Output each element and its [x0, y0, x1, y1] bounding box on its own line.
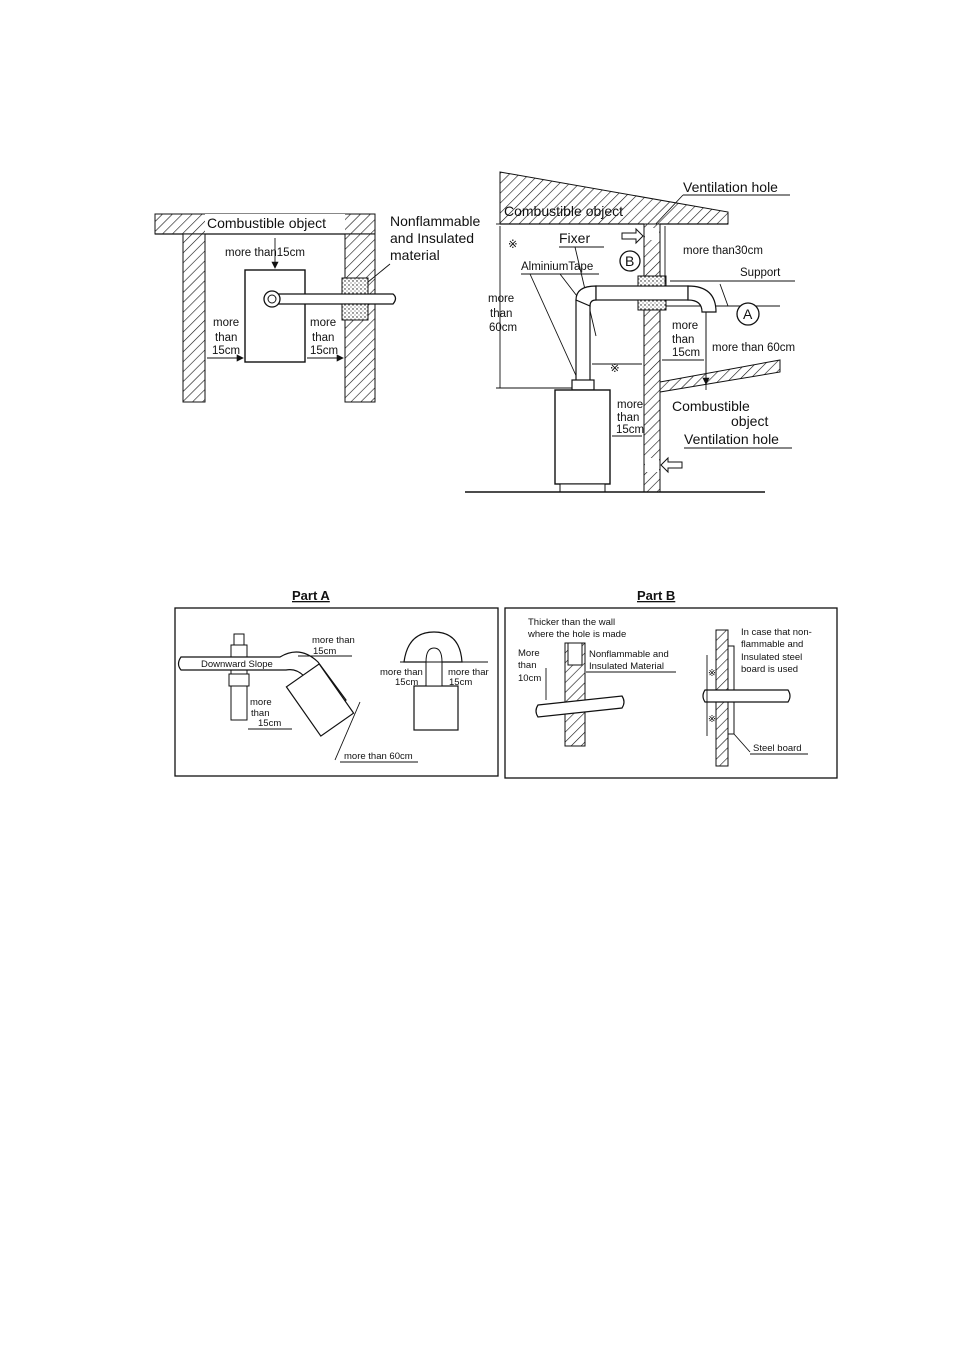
part-a-side-3: 15cm: [258, 718, 281, 729]
part-a-right-left-1: more than: [380, 667, 423, 678]
part-b-incase-2: flammable and: [741, 639, 803, 650]
part-b-thicker-2: where the hole is made: [527, 629, 626, 640]
mid-more: more: [672, 320, 698, 332]
horizontal-flue: [595, 285, 689, 301]
mark-symbol-left: ※: [508, 239, 518, 251]
part-a-title: Part A: [292, 588, 330, 603]
mark-symbol-middle: ※: [610, 363, 620, 375]
right-clearance-than: than: [312, 332, 334, 344]
more-than-30: more than30cm: [683, 245, 763, 257]
part-b-more-1: More: [518, 648, 540, 659]
mid-dist: 15cm: [672, 347, 700, 359]
part-b-mark-lower: ※: [708, 714, 716, 725]
combustible-object-bottom-1: Combustible: [672, 398, 750, 414]
part-a-side-2: than: [251, 708, 270, 719]
part-b-steel-board: Steel board: [753, 743, 802, 754]
right-clearance-dist: 15cm: [310, 345, 338, 357]
aluminium-tape-label: AlminiumTape: [521, 261, 593, 273]
part-b-nonflam-2: Insulated Material: [589, 661, 664, 672]
part-b-pipe-right: [702, 689, 791, 703]
left-more: more: [488, 293, 514, 305]
support-label: Support: [740, 267, 781, 279]
part-b-thicker-1: Thicker than the wall: [528, 617, 615, 628]
part-a-side-1: more: [250, 697, 272, 708]
ventilation-arrow-bottom: [660, 456, 683, 474]
part-b-frame: [504, 607, 838, 779]
vertical-wall: [643, 223, 661, 493]
wall-insulation-bottom: [637, 299, 667, 311]
top-left-diagram: Combustible object more than15cm more th…: [154, 213, 480, 403]
part-b-title: Part B: [637, 588, 675, 603]
part-b-pipe-left: [535, 695, 625, 718]
mid-than: than: [672, 334, 694, 346]
lower-combustible: [659, 359, 781, 393]
top-right-diagram: Ventilation hole Combustible object more…: [465, 171, 795, 493]
part-a-right-right-2: 15cm: [449, 677, 472, 688]
ventilation-arrow-top: [621, 227, 644, 245]
part-b-mark-upper: ※: [708, 668, 716, 679]
insulation-block-top: [341, 277, 369, 295]
part-a-heater: [413, 685, 459, 731]
part-a-panel: Downward Slope more than 15cm more than …: [174, 607, 499, 777]
left-clearance-than: than: [215, 332, 237, 344]
vertical-flue: [575, 299, 591, 383]
part-a-more-than-60: more than 60cm: [344, 751, 413, 762]
heater-body: [554, 389, 611, 485]
marker-b: B: [625, 253, 634, 269]
part-b-panel: Thicker than the wall where the hole is …: [504, 607, 838, 779]
heater-dist: 15cm: [616, 424, 644, 436]
ventilation-hole-bottom: Ventilation hole: [684, 431, 779, 447]
part-a-pipe: [177, 651, 347, 713]
part-a-right-left-2: 15cm: [395, 677, 418, 688]
part-a-top-1: more than: [312, 635, 355, 646]
nonflammable-label-3: material: [390, 247, 440, 263]
part-b-nonflam-1: Nonflammable and: [589, 649, 669, 660]
part-a-frame: [174, 607, 499, 777]
flue-elbow-right: [687, 285, 717, 313]
heater-more: more: [617, 399, 643, 411]
part-a-right-right-1: more thar: [448, 667, 489, 678]
marker-a-circle: [736, 302, 760, 326]
top-clearance-label: more than15cm: [225, 247, 305, 259]
insulation-block-bottom: [341, 303, 369, 321]
combustible-object-label: Combustible object: [207, 215, 326, 231]
heater-top-cap: [571, 379, 595, 391]
part-a-top-2: 15cm: [313, 646, 336, 657]
nonflammable-label-2: and Insulated: [390, 230, 474, 246]
downward-slope-label: Downward Slope: [201, 659, 273, 670]
right-clearance-more: more: [310, 317, 336, 329]
left-clearance-more: more: [213, 317, 239, 329]
flue-pipe: [272, 293, 397, 305]
marker-a: A: [743, 306, 753, 322]
combustible-object-top: Combustible object: [504, 203, 623, 219]
fixer-label: Fixer: [559, 230, 590, 246]
water-heater: [244, 269, 306, 363]
more-than-60-right: more than 60cm: [712, 342, 795, 354]
part-b-incase-3: Insulated steel: [741, 652, 802, 663]
part-b-incase-4: board is used: [741, 664, 798, 675]
left-dist: 60cm: [489, 322, 517, 334]
heater-base: [559, 483, 606, 493]
left-clearance-dist: 15cm: [212, 345, 240, 357]
heater-than: than: [617, 412, 639, 424]
marker-b-circle: [619, 250, 641, 272]
left-wall: [182, 233, 206, 403]
ventilation-hole-top: Ventilation hole: [683, 179, 778, 195]
part-a-arch: [403, 631, 463, 663]
left-than: than: [490, 308, 512, 320]
wall-insulation-top: [637, 275, 667, 287]
nonflammable-label-1: Nonflammable: [390, 213, 480, 229]
combustible-object-bottom-2: object: [731, 413, 768, 429]
part-b-more-2: than: [518, 660, 537, 671]
part-b-incase-1: In case that non-: [741, 627, 812, 638]
part-b-more-3: 10cm: [518, 673, 541, 684]
